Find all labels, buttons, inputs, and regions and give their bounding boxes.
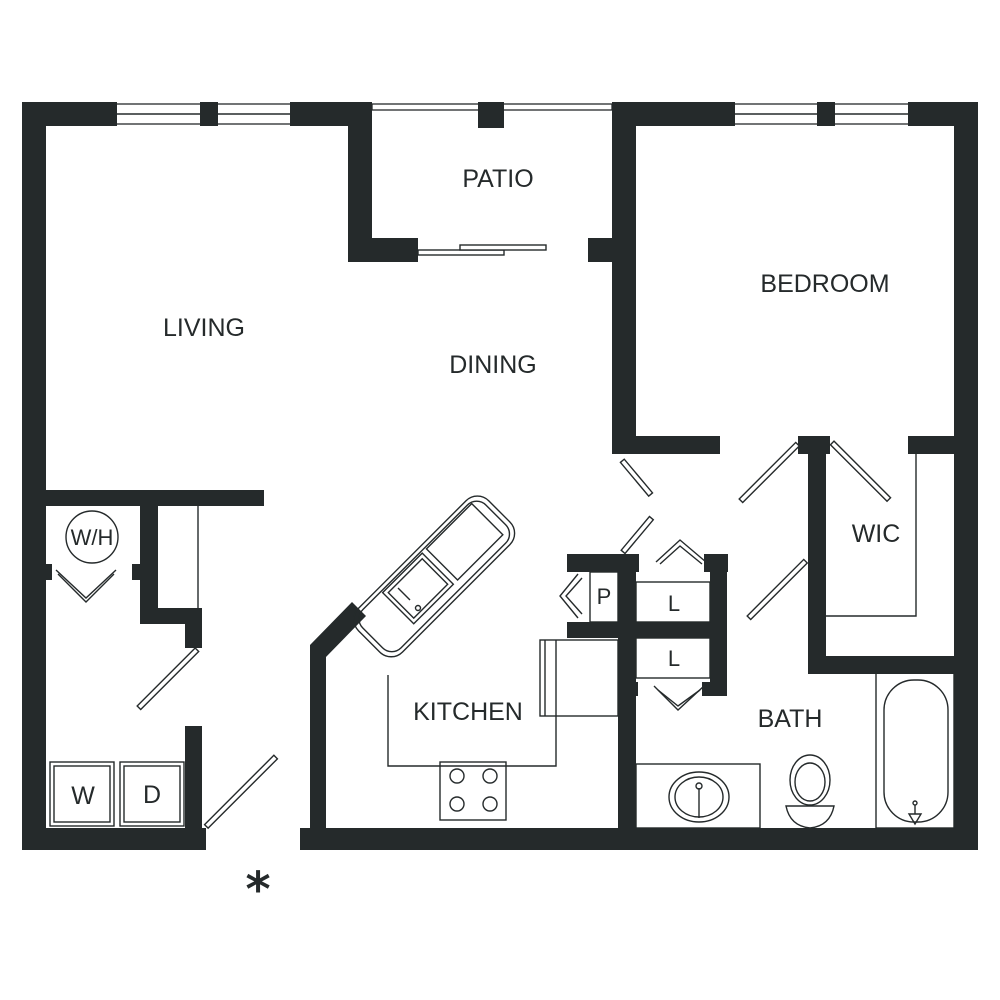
room-label-kitchen: KITCHEN xyxy=(413,698,523,726)
vanity xyxy=(635,763,761,829)
patio-sliding-door xyxy=(417,249,505,256)
entry-marker: * xyxy=(245,862,270,918)
doors xyxy=(55,244,892,830)
kitchen-sink xyxy=(381,552,455,625)
bathtub xyxy=(875,671,955,829)
bath-sink xyxy=(668,771,730,823)
water-heater-label: W/H xyxy=(71,525,114,550)
room-label-wic: WIC xyxy=(852,520,901,548)
refrigerator xyxy=(539,639,619,717)
room-label-bedroom: BEDROOM xyxy=(760,270,889,298)
dryer-label: D xyxy=(143,781,161,809)
room-label-patio: PATIO xyxy=(462,165,533,193)
room-labels: PATIO LIVING DINING BEDROOM WIC KITCHEN … xyxy=(163,165,900,733)
washer xyxy=(49,761,115,827)
walls xyxy=(22,102,978,850)
toilet xyxy=(789,754,831,806)
room-label-bath: BATH xyxy=(758,705,823,733)
linen-upper-label: L xyxy=(668,591,680,616)
fixtures xyxy=(49,452,955,829)
bath-door xyxy=(746,558,809,621)
stove xyxy=(439,761,507,821)
washer-label: W xyxy=(71,782,95,810)
wic-door xyxy=(829,440,892,503)
laundry-door xyxy=(136,647,200,711)
dryer xyxy=(119,761,185,827)
linen-lower-label: L xyxy=(668,646,680,671)
windows xyxy=(114,103,911,125)
pantry-label: P xyxy=(597,584,612,609)
room-label-living: LIVING xyxy=(163,314,245,342)
bedroom-door xyxy=(738,441,801,504)
entry-door xyxy=(203,754,279,830)
water-heater xyxy=(65,510,119,564)
fixture-labels: W/H W D P L L xyxy=(71,525,681,810)
kitchen-peninsula xyxy=(353,495,516,658)
room-label-dining: DINING xyxy=(449,351,537,379)
